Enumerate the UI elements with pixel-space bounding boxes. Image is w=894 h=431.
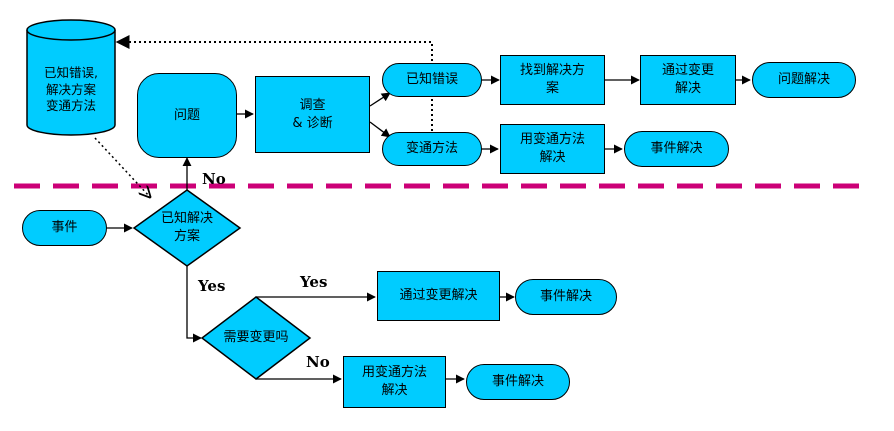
edge-investigate-to-workaround [369, 121, 391, 138]
edge-decision-yes-to-need-change [186, 266, 202, 343]
edge-label-yes-right: Yes [300, 273, 328, 291]
incident-resolved-top-node: 事件解决 [624, 131, 729, 167]
incident-node: 事件 [22, 210, 107, 246]
known-solution-decision-label: 已知解决 方案 [160, 211, 213, 244]
known-error-node: 已知错误 [382, 63, 482, 97]
edge-label-no-top: No [202, 170, 226, 188]
change-resolve-bottom-node: 通过变更解决 [377, 271, 500, 321]
database-cylinder [26, 19, 116, 136]
use-workaround-bottom-node: 用变通方法 解决 [343, 356, 446, 408]
edge-database-to-decision [94, 137, 150, 197]
edge-label-yes-down: Yes [198, 277, 226, 295]
workaround-node: 变通方法 [382, 132, 482, 166]
incident-resolved-mid-node: 事件解决 [515, 279, 617, 315]
edge-investigate-to-known-error [369, 92, 391, 107]
investigate-diagnose-node: 调查 & 诊断 [255, 76, 370, 153]
database-label: 已知错误, 解决方案 变通方法 [44, 64, 98, 114]
use-workaround-top-node: 用变通方法 解决 [500, 124, 605, 174]
problem-resolved-node: 问题解决 [752, 62, 856, 98]
problem-node: 问题 [137, 73, 237, 158]
edge-known-error-to-database [115, 35, 433, 136]
find-solution-node: 找到解决方 案 [500, 55, 605, 105]
incident-resolved-bottom-node: 事件解决 [466, 364, 570, 400]
change-resolve-top-node: 通过变更 解决 [640, 55, 736, 105]
need-change-decision-label: 需要变更吗 [223, 330, 289, 346]
edge-label-no-bottom: No [306, 353, 330, 371]
